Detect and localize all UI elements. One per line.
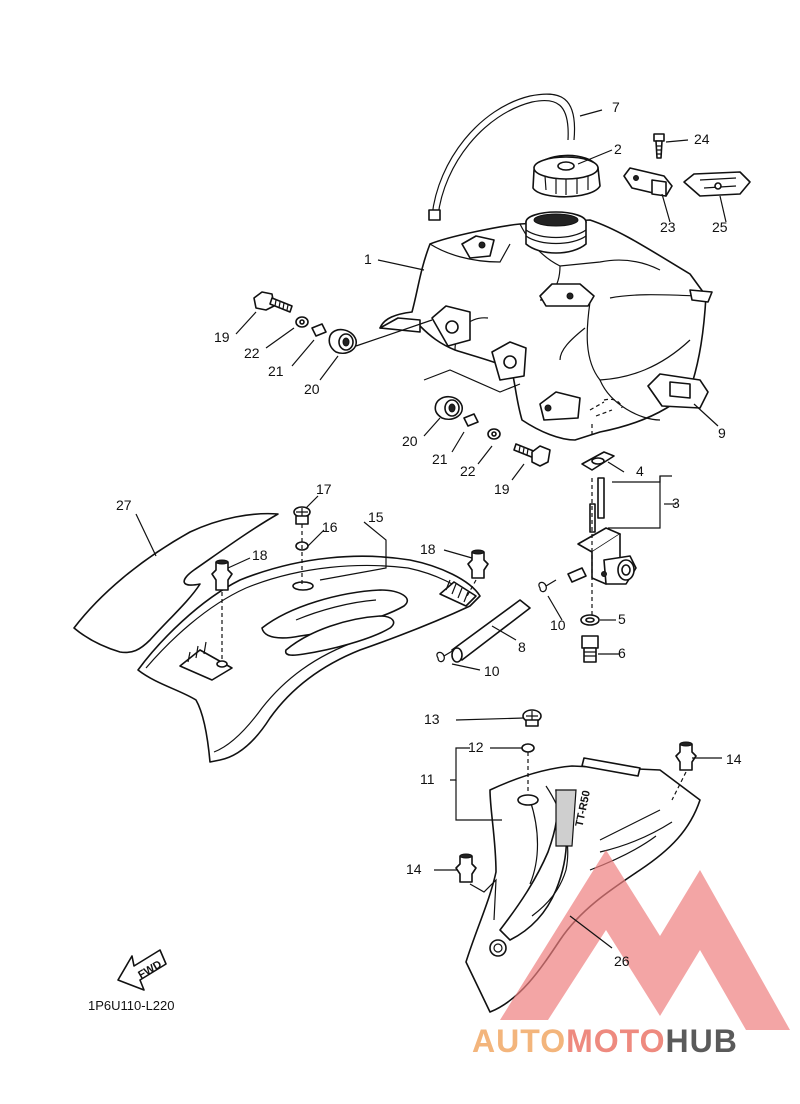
collar-21-top bbox=[311, 323, 327, 337]
callout-6: 6 bbox=[618, 645, 626, 661]
callout-labels: 1 2 3 4 5 6 7 8 9 10 10 11 12 13 14 14 1… bbox=[116, 99, 742, 969]
screw-6 bbox=[581, 635, 599, 663]
callout-1: 1 bbox=[364, 251, 372, 267]
callout-14-right: 14 bbox=[726, 751, 742, 767]
screw-24 bbox=[653, 133, 665, 159]
callout-27: 27 bbox=[116, 497, 132, 513]
bracket-9 bbox=[647, 373, 709, 409]
callout-25: 25 bbox=[712, 219, 728, 235]
callout-19-bottom: 19 bbox=[494, 481, 510, 497]
damper-20-bottom bbox=[434, 395, 463, 421]
callout-9: 9 bbox=[718, 425, 726, 441]
callout-4: 4 bbox=[636, 463, 644, 479]
callout-3: 3 bbox=[672, 495, 680, 511]
callout-10-right: 10 bbox=[550, 617, 566, 633]
callout-7: 7 bbox=[612, 99, 620, 115]
vent-hose bbox=[428, 93, 576, 221]
screw-13 bbox=[522, 709, 542, 727]
fuel-tank bbox=[379, 211, 713, 441]
fuel-cock-3 bbox=[567, 477, 637, 585]
hose-clip-10-right bbox=[538, 579, 557, 593]
watermark-text: AUTOMOTOHUB bbox=[472, 1023, 738, 1059]
callout-24: 24 bbox=[694, 131, 710, 147]
callout-13: 13 bbox=[424, 711, 440, 727]
screw-17 bbox=[293, 506, 311, 525]
callout-22-top: 22 bbox=[244, 345, 260, 361]
damper-20-top bbox=[328, 328, 357, 355]
callout-22-bottom: 22 bbox=[460, 463, 476, 479]
callout-12: 12 bbox=[468, 739, 484, 755]
callout-10-left: 10 bbox=[484, 663, 500, 679]
callout-20-top: 20 bbox=[304, 381, 320, 397]
fuel-hose-8 bbox=[451, 599, 531, 663]
graphic-27 bbox=[73, 512, 279, 654]
clip-18-left bbox=[211, 559, 233, 591]
bracket-23 bbox=[623, 167, 673, 197]
callout-8: 8 bbox=[518, 639, 526, 655]
callout-leaders bbox=[135, 109, 727, 949]
watermark-logo-triangle bbox=[500, 850, 790, 1030]
callout-21-bottom: 21 bbox=[432, 451, 448, 467]
fuel-cap bbox=[532, 154, 601, 198]
clip-25 bbox=[683, 171, 751, 197]
hose-clip-10-left bbox=[436, 649, 455, 663]
callout-5: 5 bbox=[618, 611, 626, 627]
callout-14-left: 14 bbox=[406, 861, 422, 877]
callout-23: 23 bbox=[660, 219, 676, 235]
callout-2: 2 bbox=[614, 141, 622, 157]
gasket-4 bbox=[581, 451, 615, 471]
collar-12 bbox=[521, 743, 535, 753]
callout-20-bottom: 20 bbox=[402, 433, 418, 449]
callout-17: 17 bbox=[316, 481, 332, 497]
collar-21-bottom bbox=[463, 413, 479, 427]
mount-bolt-19-bottom bbox=[513, 443, 551, 467]
mount-bolt-19-top bbox=[253, 291, 293, 313]
fwd-arrow-icon: FWD bbox=[117, 949, 167, 991]
watermark-moto: MOTO bbox=[566, 1023, 665, 1059]
watermark-auto: AUTO bbox=[472, 1023, 566, 1059]
callout-18-right: 18 bbox=[420, 541, 436, 557]
watermark-hub: HUB bbox=[665, 1023, 737, 1059]
callout-18-left: 18 bbox=[252, 547, 268, 563]
callout-11: 11 bbox=[420, 771, 435, 787]
diagram-code: 1P6U110-L220 bbox=[88, 998, 175, 1013]
callout-15: 15 bbox=[368, 509, 384, 525]
side-cover-15 bbox=[137, 555, 481, 763]
callout-16: 16 bbox=[322, 519, 338, 535]
callout-21-top: 21 bbox=[268, 363, 284, 379]
clip-18-right bbox=[467, 549, 489, 579]
clip-14-left bbox=[455, 853, 477, 883]
callout-19-top: 19 bbox=[214, 329, 230, 345]
callout-26: 26 bbox=[614, 953, 630, 969]
clip-14-right bbox=[675, 741, 697, 771]
